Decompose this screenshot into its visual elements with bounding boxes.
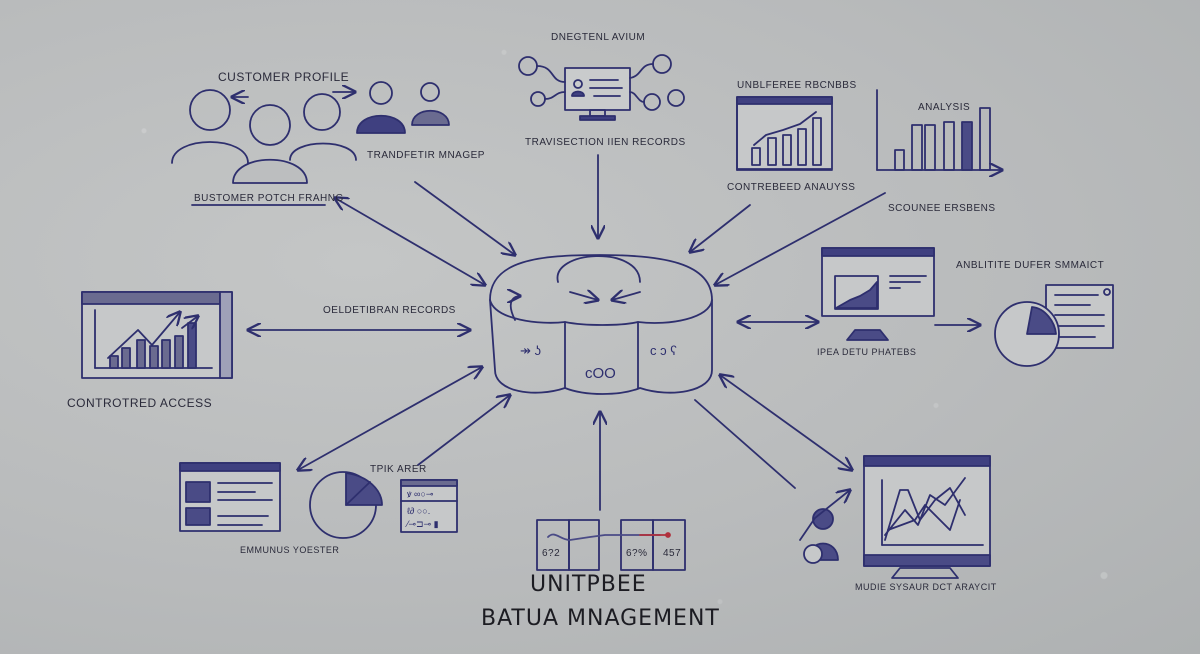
control-card-icon: ꝟ ∞○⊸ ℓ∂ ○○. ⁄⊸⊐⊸ ▮ xyxy=(400,479,458,533)
title-line-2: BATUA MNAGEMENT xyxy=(481,606,720,631)
label-scounee-ersbens: SCOUNEE ERSBENS xyxy=(888,203,996,214)
manager-icons xyxy=(356,81,450,134)
label-emmunus-yoester: EMMUNUS YOESTER xyxy=(240,545,340,555)
label-transfer-manager: TRANDFETIR MNAGEP xyxy=(367,150,485,161)
svg-text:ᴄ ɔ ʕ: ᴄ ɔ ʕ xyxy=(650,343,677,358)
line-bar-chart-panel xyxy=(736,96,833,171)
monitor-users-icon xyxy=(518,54,685,121)
line-chart-monitor xyxy=(799,455,991,579)
label-customer-profile: CUSTOMER PROFILE xyxy=(218,70,350,84)
svg-text:cOO: cOO xyxy=(585,365,616,382)
label-anbutite-dufer: ANBLITITE DUFER SMMAICT xyxy=(956,260,1105,271)
document-list-icon xyxy=(179,462,281,532)
label-tpik-arer: TPIK ARER xyxy=(370,464,427,475)
metric-value-2: 6?% xyxy=(626,548,648,559)
label-unbleree-records: UNBLFEREE RBCNBBS xyxy=(737,80,857,91)
analysis-bar-chart xyxy=(876,89,1002,170)
metric-value-3: 457 xyxy=(663,548,682,559)
svg-text:↠ ʖ: ↠ ʖ xyxy=(520,343,541,358)
label-digital-top: DNEGTENL AVIUM xyxy=(551,32,646,43)
svg-text:⁄⊸⊐⊸ ▮: ⁄⊸⊐⊸ ▮ xyxy=(405,519,439,529)
label-orbdetibran-records: OELDETIBRAN RECORDS xyxy=(323,305,456,316)
metric-value-1: 6?2 xyxy=(542,548,561,559)
area-chart-monitor xyxy=(821,247,935,341)
label-analysis: ANALYSIS xyxy=(918,102,971,113)
label-ipea-detu: IPEA DETU PHATEBS xyxy=(817,347,917,357)
customer-group-icon xyxy=(171,90,357,184)
label-bustomer-path: BUSTOMER POTCH FRAHNG xyxy=(194,193,344,204)
label-controlled-access: CONTROTRED ACCESS xyxy=(67,396,213,410)
pie-chart-icon xyxy=(309,471,383,539)
svg-text:ℓ∂ ○○.: ℓ∂ ○○. xyxy=(407,506,430,516)
database-icon: ↠ ʖ cOO ᴄ ɔ ʕ xyxy=(489,254,713,395)
label-controlled-analysis: CONTREBEED ANAUYSS xyxy=(727,182,856,193)
label-mudie-sysaur: MUDIE SYSAUR DCT ARAYCIT xyxy=(855,582,997,592)
title-line-1: UNITPBEE xyxy=(530,572,647,597)
connector-arrows xyxy=(248,154,980,511)
svg-text:ꝟ ∞○⊸: ꝟ ∞○⊸ xyxy=(407,489,434,499)
growth-chart-panel xyxy=(81,291,233,379)
label-transaction-records: TRAVISECTION IIEN RECORDS xyxy=(525,137,686,148)
metric-boxes xyxy=(536,519,686,571)
pie-report-icon xyxy=(994,284,1114,367)
